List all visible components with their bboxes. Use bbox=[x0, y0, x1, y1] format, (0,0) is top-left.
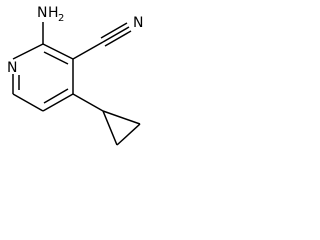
ring-bond-n1-c2 bbox=[12, 43, 44, 60]
ring-bond-c4-c5-inner bbox=[43, 88, 69, 104]
molecule-structure: N N H 2 N bbox=[7, 5, 143, 146]
cyclopropyl-attach-bond bbox=[72, 93, 104, 112]
ring-bond-c2-c3 bbox=[42, 43, 74, 60]
cyclopropyl-bond-1 bbox=[102, 110, 118, 146]
ring-nitrogen-label: N bbox=[7, 60, 17, 76]
amino-nitrogen-label: N bbox=[37, 5, 47, 21]
ring-bond-c5-c6 bbox=[12, 93, 44, 112]
cyclopropyl-group bbox=[72, 93, 141, 146]
nitrile-single-bond bbox=[72, 41, 104, 60]
nitrile-triple-bond-3 bbox=[104, 30, 132, 47]
amino-subscript-label: 2 bbox=[58, 13, 64, 24]
ring-bond-c4-c5 bbox=[42, 93, 74, 112]
nitrile-triple-bond-2 bbox=[100, 22, 128, 39]
pyridine-ring bbox=[12, 43, 74, 112]
ring-bond-c2-c3-inner bbox=[43, 51, 69, 65]
nitrile-nitrogen-label: N bbox=[133, 15, 143, 31]
nitrile-triple-bond-1 bbox=[102, 26, 130, 43]
cyclopropyl-bond-2 bbox=[116, 123, 141, 146]
amino-hydrogen-label: H bbox=[48, 5, 59, 21]
nitrile-group bbox=[72, 22, 132, 60]
cyclopropyl-bond-3 bbox=[102, 110, 141, 125]
